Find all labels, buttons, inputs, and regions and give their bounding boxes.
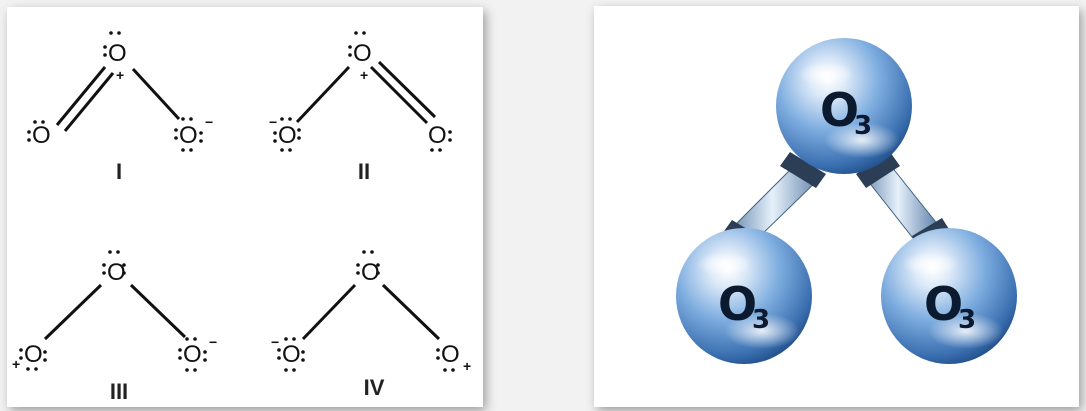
resonance-structures-panel: O O O + − I O O O +: [7, 7, 483, 407]
structure-3-center-oxygen: O: [107, 259, 126, 286]
top-sphere-element: O: [820, 83, 859, 137]
structure-4-right-charge: +: [463, 358, 471, 374]
structure-4-left-charge: −: [271, 334, 279, 350]
structure-3-numeral: III: [110, 379, 128, 404]
resonance-structure-4: O O O − + IV: [271, 250, 471, 400]
structure-4-right-oxygen: O: [441, 341, 460, 368]
left-sphere-element: O: [718, 277, 757, 331]
structure-3-right-oxygen: O: [183, 341, 202, 368]
structure-1-left-oxygen: O: [32, 122, 51, 149]
right-sphere-subscript: 3: [958, 305, 976, 335]
structure-1-numeral: I: [116, 159, 122, 184]
structure-4-lone-pairs: [277, 250, 455, 372]
structure-2-numeral: II: [358, 159, 370, 184]
oxygen-sphere-right: O 3: [881, 228, 1017, 364]
structure-2-left-oxygen: O: [278, 122, 297, 149]
resonance-structure-3: O O O + − III: [12, 250, 217, 404]
resonance-structure-2: O O O + − II: [269, 31, 452, 184]
structure-1-center-oxygen: O: [108, 40, 127, 67]
structure-2-left-charge: −: [269, 114, 277, 130]
structure-1-right-charge: −: [205, 114, 213, 130]
oxygen-sphere-left: O 3: [676, 228, 812, 364]
structure-3-lone-pairs: [19, 250, 207, 372]
molecule-model-panel: O 3 O 3 O 3: [594, 6, 1079, 407]
structure-3-left-oxygen: O: [24, 341, 43, 368]
resonance-structures-diagram: O O O + − I O O O +: [12, 31, 471, 404]
structure-4-left-oxygen: O: [282, 341, 301, 368]
right-sphere-element: O: [924, 277, 963, 331]
structure-2-center-charge: +: [360, 67, 368, 83]
structure-4-numeral: IV: [364, 375, 385, 400]
structure-4-center-oxygen: O: [361, 259, 380, 286]
resonance-structure-1: O O O + − I: [27, 31, 213, 184]
structure-1-center-charge: +: [116, 67, 124, 83]
ozone-molecule-model: O 3 O 3 O 3: [676, 38, 1017, 364]
structure-2-lone-pairs: [273, 31, 452, 152]
left-sphere-subscript: 3: [752, 305, 770, 335]
structure-1-right-oxygen: O: [179, 122, 198, 149]
structure-2-right-oxygen: O: [428, 122, 447, 149]
structure-3-left-charge: +: [12, 356, 20, 372]
top-sphere-subscript: 3: [854, 111, 872, 141]
structure-1-lone-pairs: [27, 31, 203, 152]
structure-3-right-charge: −: [209, 334, 217, 350]
structure-2-center-oxygen: O: [353, 40, 372, 67]
oxygen-sphere-top: O 3: [776, 38, 912, 174]
